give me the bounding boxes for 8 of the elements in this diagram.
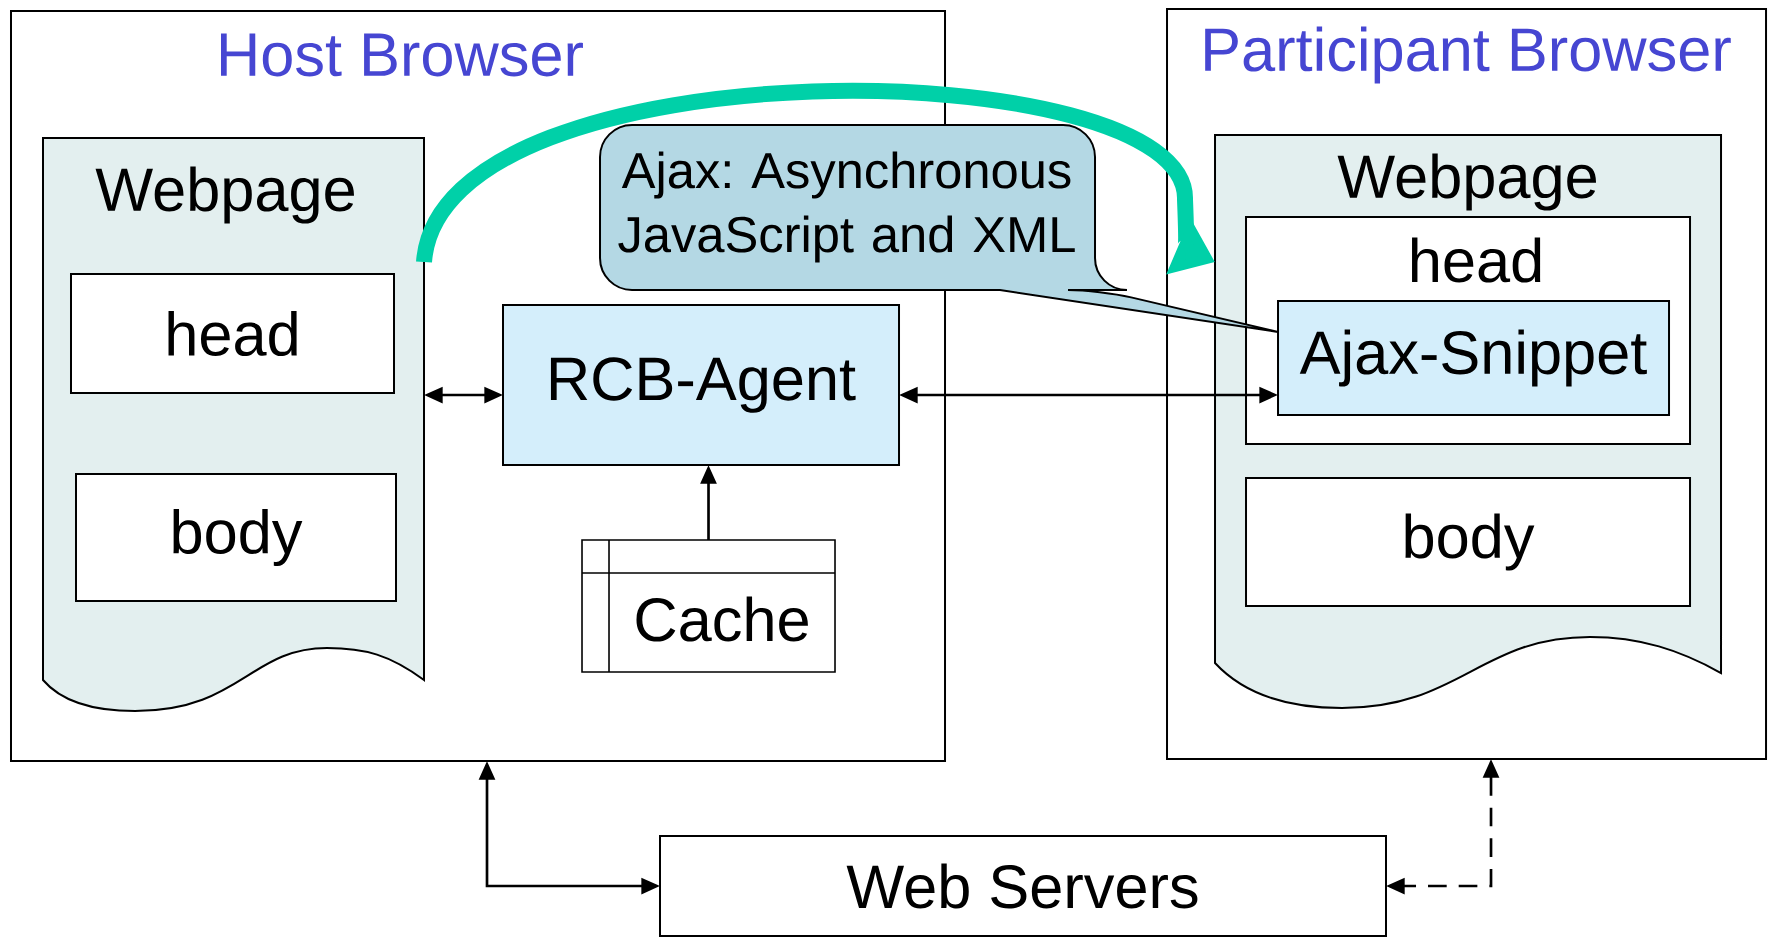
section-box: body xyxy=(75,473,397,602)
cache-table: Cache xyxy=(581,539,836,673)
section-box: head xyxy=(70,273,395,394)
snippet-box: Ajax-Snippet xyxy=(1277,300,1671,416)
section-box: body xyxy=(1245,477,1692,607)
callout-bubble: Ajax: Asynchronous JavaScript and XML xyxy=(599,124,1279,333)
agent-box: RCB-Agent xyxy=(502,304,900,466)
server-box: Web Servers xyxy=(659,835,1387,937)
